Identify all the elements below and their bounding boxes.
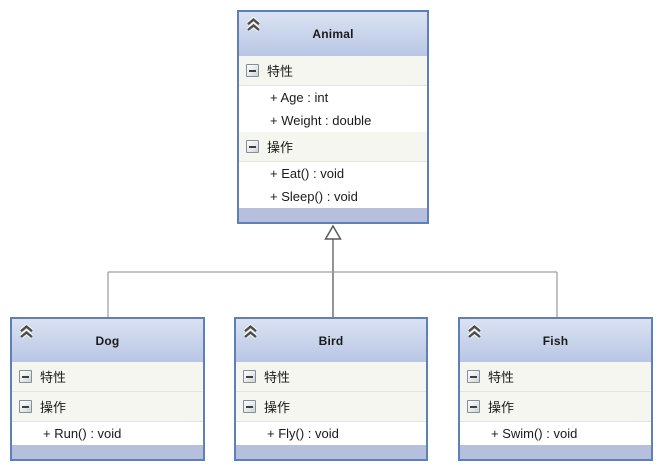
member-row[interactable]: + Sleep() : void <box>239 185 427 208</box>
section-row-operations[interactable]: 操作 <box>12 392 203 422</box>
section-row-operations[interactable]: 操作 <box>460 392 651 422</box>
collapse-chevron-icon[interactable] <box>241 323 259 340</box>
class-title: Fish <box>542 333 569 348</box>
collapse-chevron-icon[interactable] <box>465 323 483 340</box>
member-text: + Weight : double <box>270 113 372 128</box>
class-box-animal[interactable]: Animal 特性 + Age : int + Weight : double … <box>237 10 429 224</box>
section-label: 特性 <box>267 64 294 79</box>
section-label: 操作 <box>267 140 294 155</box>
class-footer <box>239 208 427 222</box>
inheritance-triangle-icon[interactable] <box>324 224 342 240</box>
section-label: 操作 <box>488 400 515 415</box>
collapse-minus-icon[interactable] <box>19 400 32 413</box>
section-label: 操作 <box>264 400 291 415</box>
member-row[interactable]: + Fly() : void <box>236 422 426 445</box>
class-title: Animal <box>312 27 354 41</box>
member-row[interactable]: + Weight : double <box>239 109 427 132</box>
collapse-minus-icon[interactable] <box>246 140 259 153</box>
collapse-minus-icon[interactable] <box>467 370 480 383</box>
collapse-minus-icon[interactable] <box>246 64 259 77</box>
section-row-operations[interactable]: 操作 <box>236 392 426 422</box>
class-header[interactable]: Bird <box>236 319 426 362</box>
class-title: Bird <box>318 333 344 348</box>
member-text: + Age : int <box>270 90 329 105</box>
section-row-properties[interactable]: 特性 <box>12 362 203 392</box>
section-row-operations[interactable]: 操作 <box>239 132 427 162</box>
member-text: + Swim() : void <box>491 426 578 441</box>
collapse-minus-icon[interactable] <box>243 400 256 413</box>
collapse-minus-icon[interactable] <box>243 370 256 383</box>
member-text: + Eat() : void <box>270 166 345 181</box>
member-text: + Fly() : void <box>267 426 339 441</box>
section-label: 特性 <box>488 370 515 385</box>
collapse-chevron-icon[interactable] <box>244 16 262 33</box>
collapse-minus-icon[interactable] <box>467 400 480 413</box>
class-footer <box>236 445 426 459</box>
class-footer <box>460 445 651 459</box>
class-title: Dog <box>95 333 120 348</box>
section-row-properties[interactable]: 特性 <box>460 362 651 392</box>
member-text: + Sleep() : void <box>270 189 358 204</box>
class-box-bird[interactable]: Bird 特性 操作 + Fly() : void <box>234 317 428 461</box>
section-label: 特性 <box>264 370 291 385</box>
class-footer <box>12 445 203 459</box>
class-header[interactable]: Fish <box>460 319 651 362</box>
section-label: 操作 <box>40 400 67 415</box>
section-label: 特性 <box>40 370 67 385</box>
class-header[interactable]: Dog <box>12 319 203 362</box>
class-header[interactable]: Animal <box>239 12 427 56</box>
member-row[interactable]: + Eat() : void <box>239 162 427 185</box>
section-row-properties[interactable]: 特性 <box>239 56 427 86</box>
section-row-properties[interactable]: 特性 <box>236 362 426 392</box>
class-box-dog[interactable]: Dog 特性 操作 + Run() : void <box>10 317 205 461</box>
collapse-minus-icon[interactable] <box>19 370 32 383</box>
member-row[interactable]: + Run() : void <box>12 422 203 445</box>
member-text: + Run() : void <box>43 426 122 441</box>
member-row[interactable]: + Swim() : void <box>460 422 651 445</box>
class-box-fish[interactable]: Fish 特性 操作 + Swim() : void <box>458 317 653 461</box>
member-row[interactable]: + Age : int <box>239 86 427 109</box>
collapse-chevron-icon[interactable] <box>17 323 35 340</box>
